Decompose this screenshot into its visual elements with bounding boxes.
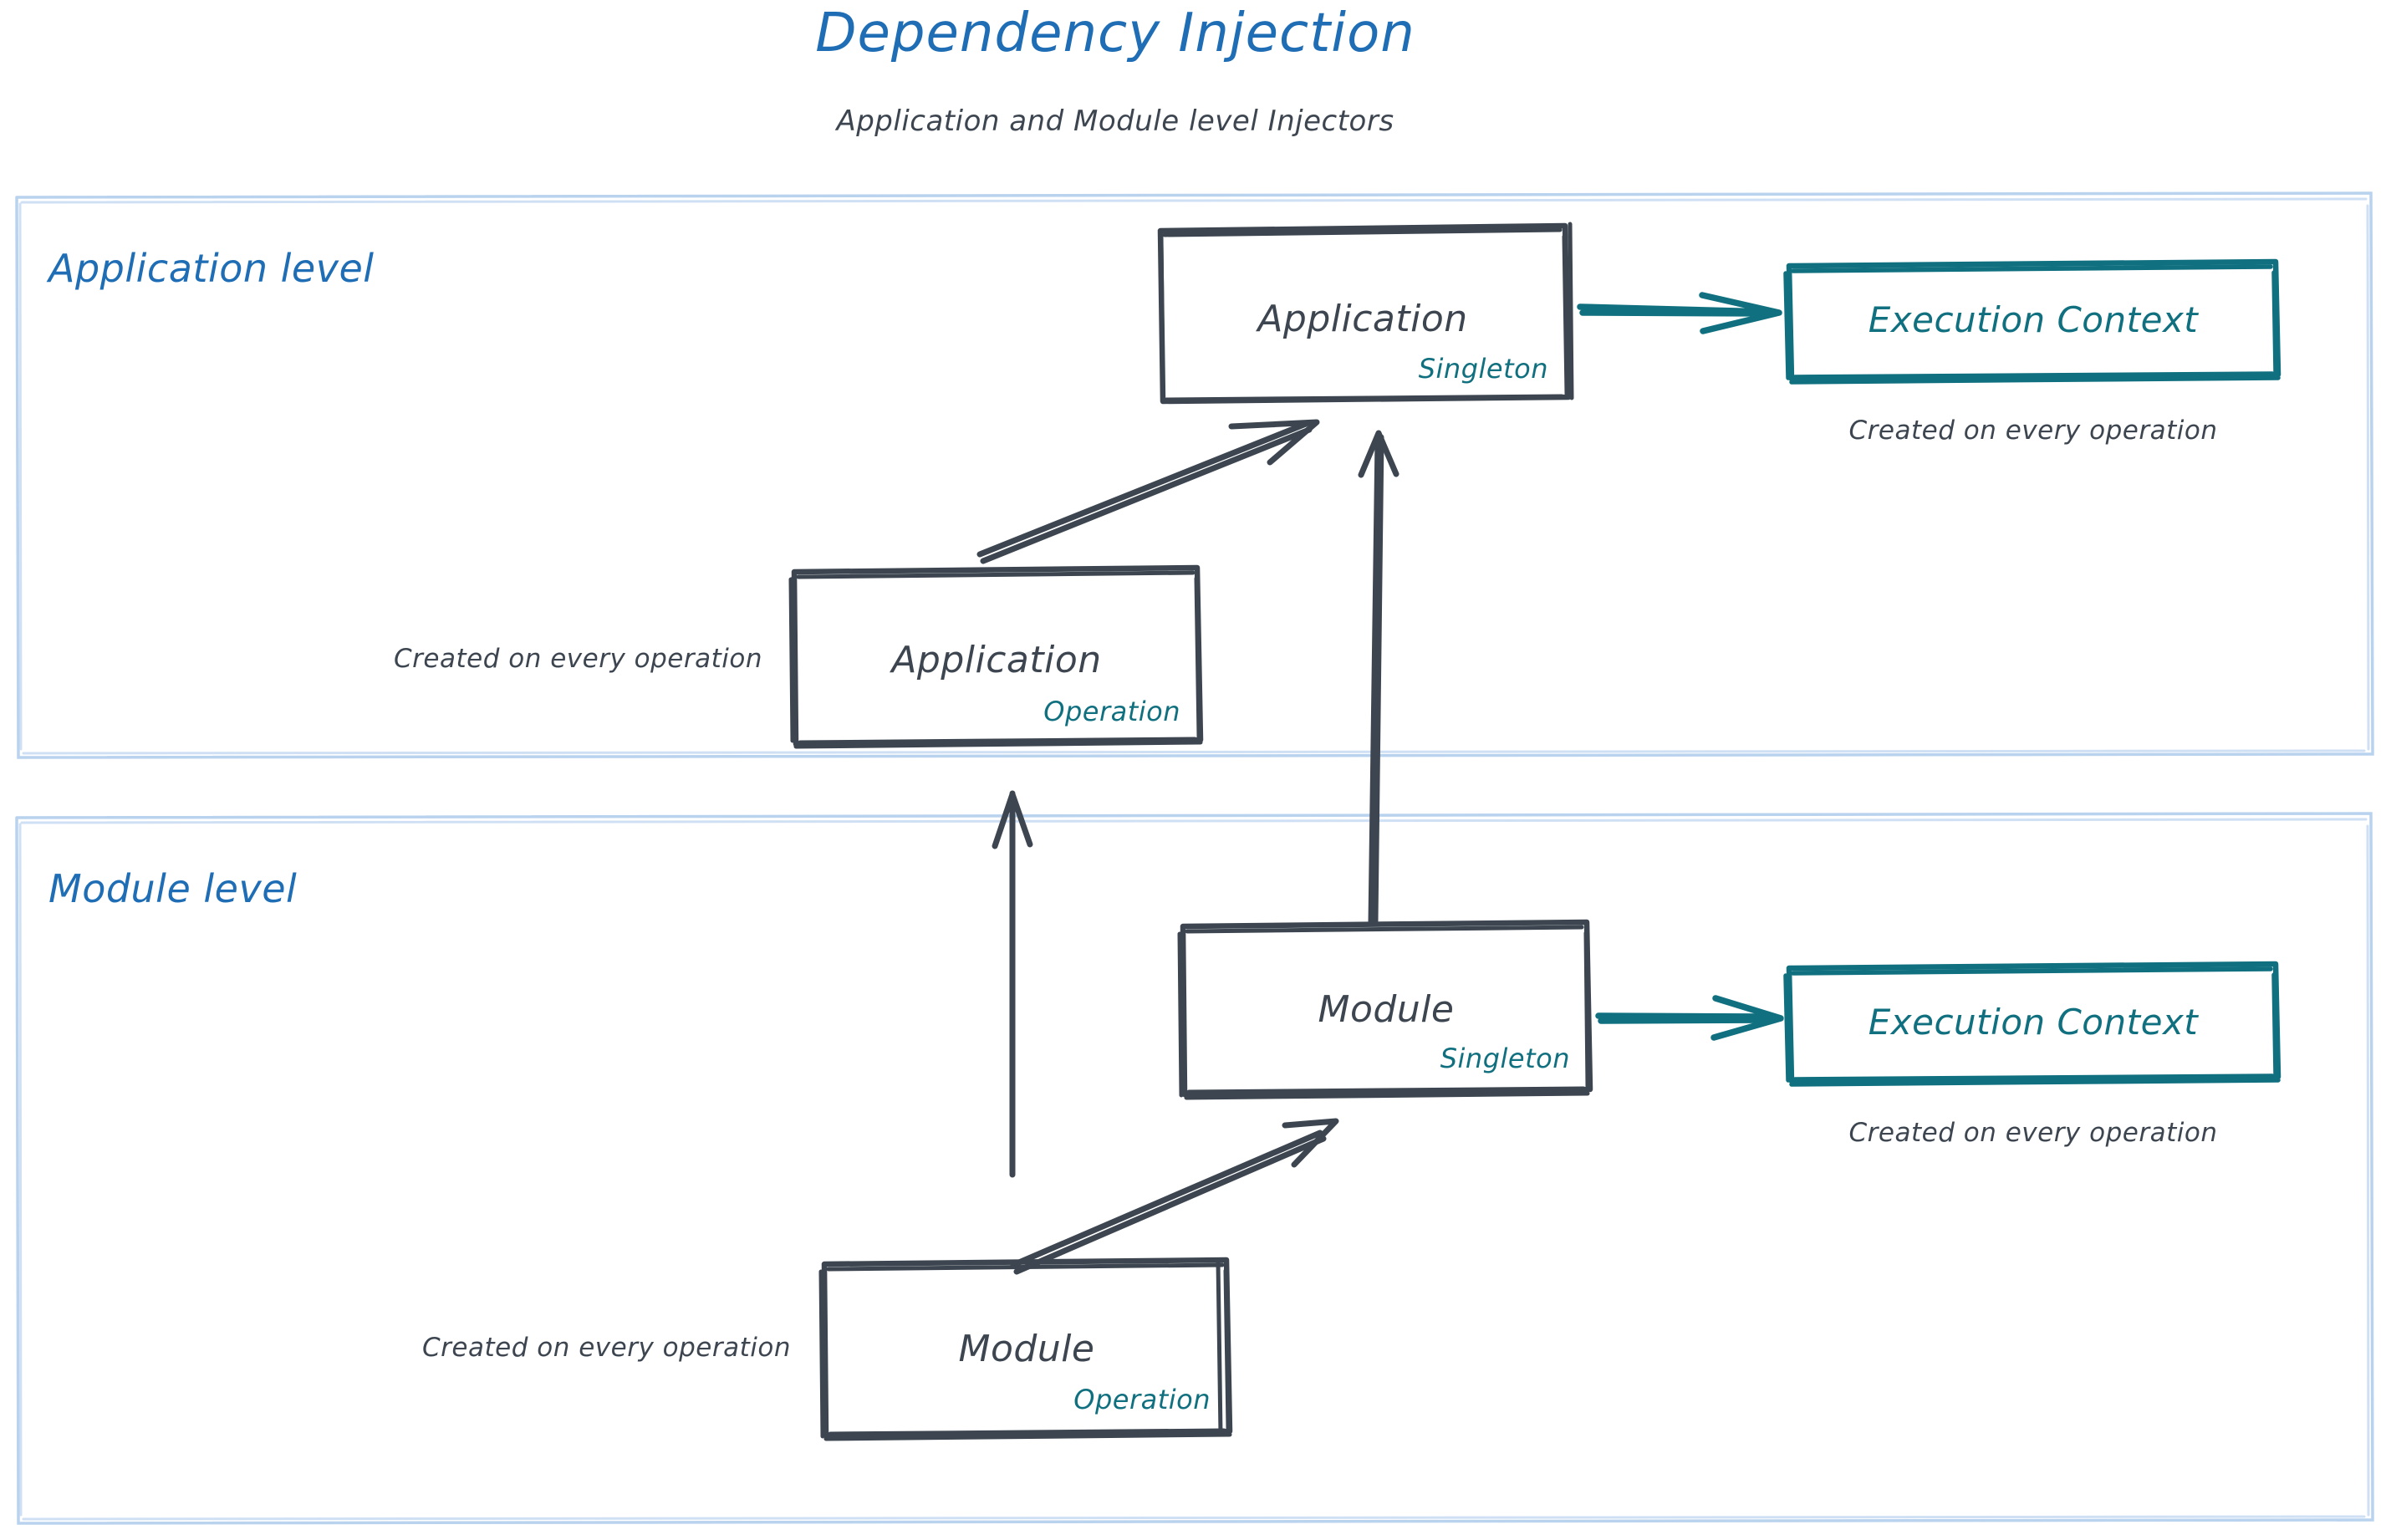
execution-context-module-caption: Created on every operation — [1848, 1118, 2218, 1148]
module-level-container — [15, 812, 2374, 1525]
application-operation-scope: Operation — [1043, 696, 1180, 727]
execution-context-application-caption: Created on every operation — [1848, 416, 2218, 446]
page-title: Dependency Injection — [815, 3, 1415, 64]
edge-app-singleton-to-exec-context — [1577, 292, 1782, 334]
application-singleton-scope: Singleton — [1418, 353, 1548, 385]
execution-context-module-title: Execution Context — [1868, 1002, 2199, 1043]
edge-app-operation-to-app-singleton — [976, 419, 1320, 564]
edge-module-singleton-to-app-singleton — [1358, 430, 1399, 926]
module-singleton-title: Module — [1318, 988, 1455, 1031]
edge-module-operation-to-module-singleton — [1010, 1118, 1339, 1275]
module-operation-title: Module — [958, 1328, 1095, 1370]
module-singleton-scope: Singleton — [1440, 1043, 1570, 1074]
edge-module-operation-to-app-operation — [992, 790, 1033, 1178]
execution-context-application-title: Execution Context — [1868, 299, 2199, 340]
module-operation-caption: Created on every operation — [422, 1333, 791, 1363]
application-level-label: Application level — [48, 246, 375, 291]
application-singleton-title: Application — [1257, 298, 1468, 340]
application-operation-caption: Created on every operation — [394, 644, 762, 674]
module-operation-scope: Operation — [1073, 1384, 1211, 1415]
module-level-label: Module level — [48, 866, 298, 911]
edge-module-singleton-to-exec-context — [1595, 995, 1784, 1041]
page-subtitle: Application and Module level Injectors — [836, 105, 1394, 138]
application-operation-title: Application — [891, 639, 1102, 681]
